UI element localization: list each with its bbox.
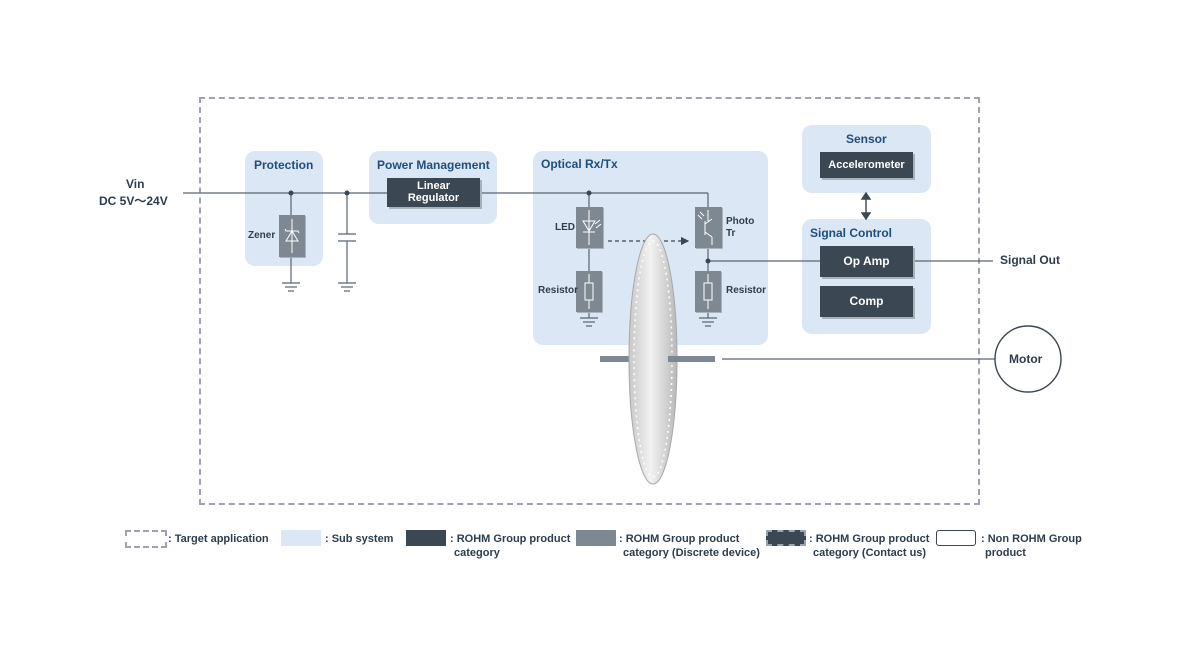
legend-sub-swatch bbox=[281, 530, 321, 546]
legend-contact-text-line1: : ROHM Group product bbox=[809, 533, 930, 545]
zener-device bbox=[279, 215, 305, 257]
vin-label: Vin bbox=[126, 177, 145, 191]
zener-icon bbox=[284, 219, 300, 253]
legend-non-rohm-text-line1: : Non ROHM Group bbox=[981, 533, 1082, 545]
photo-transistor-device bbox=[695, 207, 722, 248]
legend-discrete-swatch bbox=[576, 530, 616, 546]
legend-sub-text: : Sub system bbox=[325, 533, 394, 545]
accelerometer-block: Accelerometer bbox=[820, 152, 913, 178]
resistor-left-icon bbox=[584, 274, 594, 309]
resistor-right-label: Resistor bbox=[726, 285, 767, 296]
legend-discrete-text-line2: category (Discrete device) bbox=[623, 547, 760, 559]
resistor-right-device bbox=[695, 271, 721, 312]
signal-out-label: Signal Out bbox=[1000, 253, 1060, 267]
legend-contact-swatch bbox=[766, 530, 806, 546]
led-icon bbox=[582, 210, 602, 245]
photo-tr-label-line1: Photo bbox=[726, 216, 755, 227]
led-device bbox=[576, 207, 603, 248]
sensor-title: Sensor bbox=[846, 132, 887, 146]
resistor-left-label: Resistor bbox=[538, 285, 579, 296]
resistor-left-device bbox=[576, 271, 602, 312]
legend-rohm-text-line1: : ROHM Group product bbox=[450, 533, 571, 545]
encoder-disk bbox=[600, 233, 715, 485]
op-amp-block: Op Amp bbox=[820, 246, 913, 277]
led-label: LED bbox=[555, 222, 575, 233]
target-application-border bbox=[199, 97, 980, 505]
motor-circle bbox=[994, 325, 1062, 393]
legend-rohm-text-line2: category bbox=[454, 547, 500, 559]
legend-non-rohm-text-line2: product bbox=[985, 547, 1026, 559]
legend-contact-text-line2: category (Contact us) bbox=[813, 547, 927, 559]
signal-control-title: Signal Control bbox=[810, 226, 892, 240]
legend-target-swatch bbox=[125, 530, 167, 548]
photo-tr-label-line2: Tr bbox=[726, 228, 736, 239]
comp-block: Comp bbox=[820, 286, 913, 317]
legend-discrete-text-line1: : ROHM Group product bbox=[619, 533, 740, 545]
legend-target-text: : Target application bbox=[168, 533, 269, 545]
linear-regulator-block: Linear Regulator bbox=[387, 178, 480, 207]
dc-range-label: DC 5V〜24V bbox=[99, 194, 168, 208]
protection-title: Protection bbox=[254, 158, 314, 172]
linear-regulator-line2: Regulator bbox=[407, 192, 460, 204]
power-management-title: Power Management bbox=[377, 158, 490, 172]
legend-non-rohm-swatch bbox=[936, 530, 976, 546]
motor-label: Motor bbox=[1009, 352, 1043, 366]
photo-transistor-icon bbox=[697, 210, 713, 245]
resistor-right-icon bbox=[703, 274, 713, 309]
zener-label: Zener bbox=[248, 230, 276, 241]
optical-title: Optical Rx/Tx bbox=[541, 157, 618, 171]
linear-regulator-line1: Linear bbox=[416, 180, 450, 192]
legend-rohm-swatch bbox=[406, 530, 446, 546]
